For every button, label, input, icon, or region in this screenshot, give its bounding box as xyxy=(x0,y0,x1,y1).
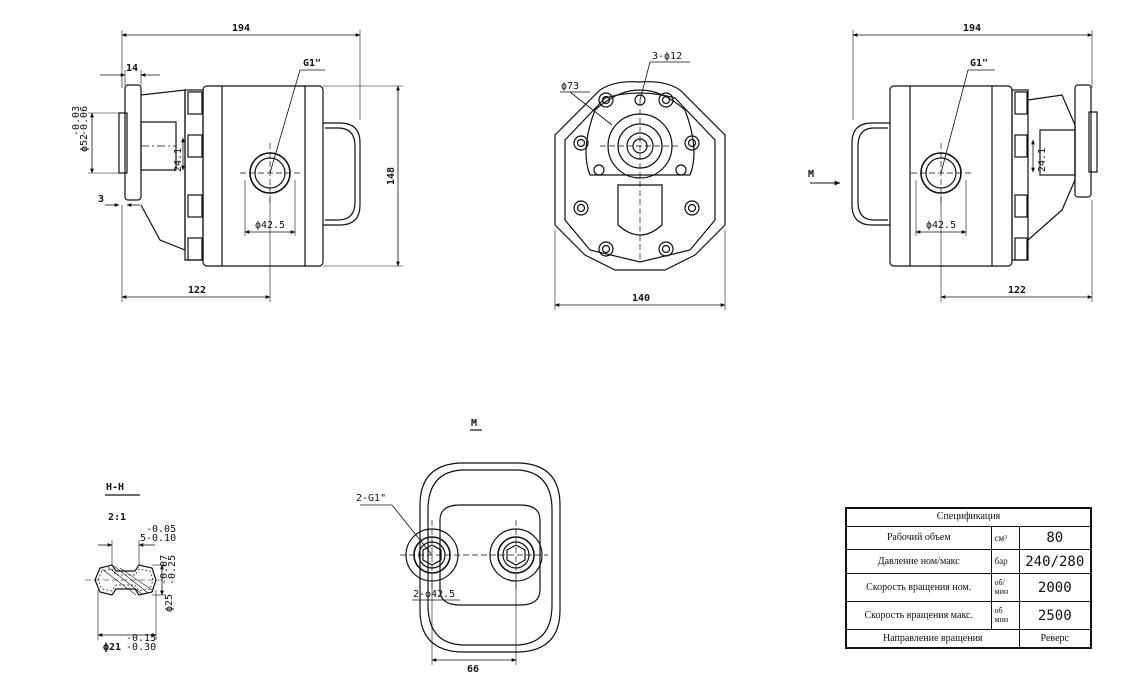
table-row: Рабочий объем см³ 80 xyxy=(845,525,1092,551)
spec-value: 2500 xyxy=(1018,601,1092,631)
spec-table: Спецификация Рабочий объем см³ 80 Давлен… xyxy=(845,507,1093,649)
left-port-diameter-label: ϕ42.5 xyxy=(255,220,285,231)
spec-unit: об мин xyxy=(990,601,1020,631)
left-pilot-tol-lower: -0.06 xyxy=(79,106,90,136)
right-port-thread-label: G1" xyxy=(970,58,988,69)
left-shaft-dim-label: 24.1 xyxy=(173,148,184,172)
right-port-position-label: 122 xyxy=(1008,285,1026,296)
right-shaft-dim-label: 24.1 xyxy=(1037,148,1048,172)
spec-label: Скорость вращения ном. xyxy=(845,573,992,603)
spec-value: 2000 xyxy=(1018,573,1092,603)
section-outer-tol-lower: -0.25 xyxy=(167,555,178,585)
right-port-diameter-label: ϕ42.5 xyxy=(926,220,956,231)
front-view xyxy=(554,61,726,310)
left-port-thread-label: G1" xyxy=(303,58,321,69)
left-side-view xyxy=(88,30,403,302)
section-h-h xyxy=(85,494,166,640)
spec-title: Спецификация xyxy=(845,507,1092,527)
section-inner-tol-lower: -0.30 xyxy=(126,642,156,653)
spec-value: 80 xyxy=(1018,525,1092,551)
section-key-tol-lower: -0.10 xyxy=(146,533,176,544)
spec-label: Давление ном/макс xyxy=(845,549,992,575)
section-key-tol-upper: -0.05 xyxy=(146,524,176,535)
spec-unit: см³ xyxy=(990,525,1020,551)
table-row: Давление ном/макс бар 240/280 xyxy=(845,549,1092,575)
spec-unit: бар xyxy=(990,549,1020,575)
table-row: Направление вращения Реверс xyxy=(845,629,1092,649)
front-width-label: 140 xyxy=(632,293,650,304)
spec-unit: об/ мин xyxy=(990,573,1020,603)
left-flange-offset-label: 3 xyxy=(98,194,104,205)
table-row: Скорость вращения ном. об/ мин 2000 xyxy=(845,573,1092,603)
section-title: H-H xyxy=(106,482,124,493)
left-overall-length-label: 194 xyxy=(232,23,250,34)
right-side-view xyxy=(810,30,1098,302)
left-flange-thickness-label: 14 xyxy=(126,63,138,74)
bottom-ports-thread-label: 2-G1" xyxy=(356,493,386,504)
front-bolt-circle-label: ϕ73 xyxy=(561,81,579,92)
section-inner-diameter-label: ϕ21 xyxy=(103,642,121,653)
section-outer-tol-upper: -0.07 xyxy=(159,555,170,585)
spec-direction-label: Направление вращения xyxy=(845,629,1020,649)
left-height-label: 148 xyxy=(386,167,397,185)
spec-value: 240/280 xyxy=(1018,549,1092,575)
section-scale: 2:1 xyxy=(108,512,126,523)
spec-direction-value: Реверс xyxy=(1018,629,1092,649)
left-pilot-tol-upper: -0.03 xyxy=(71,106,82,136)
bottom-view-title: M xyxy=(471,418,477,429)
section-key-width-label: 5 xyxy=(140,533,146,544)
section-outer-diameter-label: ϕ25 xyxy=(164,594,175,612)
left-port-position-label: 122 xyxy=(188,285,206,296)
bottom-ports-spacing-label: 66 xyxy=(467,664,479,675)
right-view-marker: M xyxy=(808,169,814,180)
table-row: Скорость вращения макс. об мин 2500 xyxy=(845,601,1092,631)
spec-label: Скорость вращения макс. xyxy=(845,601,992,631)
front-mount-holes-label: 3-ϕ12 xyxy=(652,51,682,62)
left-pilot-diameter-label: ϕ52 xyxy=(79,134,90,152)
section-inner-tol-upper: -0.15 xyxy=(126,633,156,644)
right-overall-length-label: 194 xyxy=(963,23,981,34)
bottom-ports-diameter-label: 2-ϕ42.5 xyxy=(413,589,455,600)
spec-title-row: Спецификация xyxy=(845,507,1092,527)
spec-label: Рабочий объем xyxy=(845,525,992,551)
bottom-view-m xyxy=(360,429,561,665)
